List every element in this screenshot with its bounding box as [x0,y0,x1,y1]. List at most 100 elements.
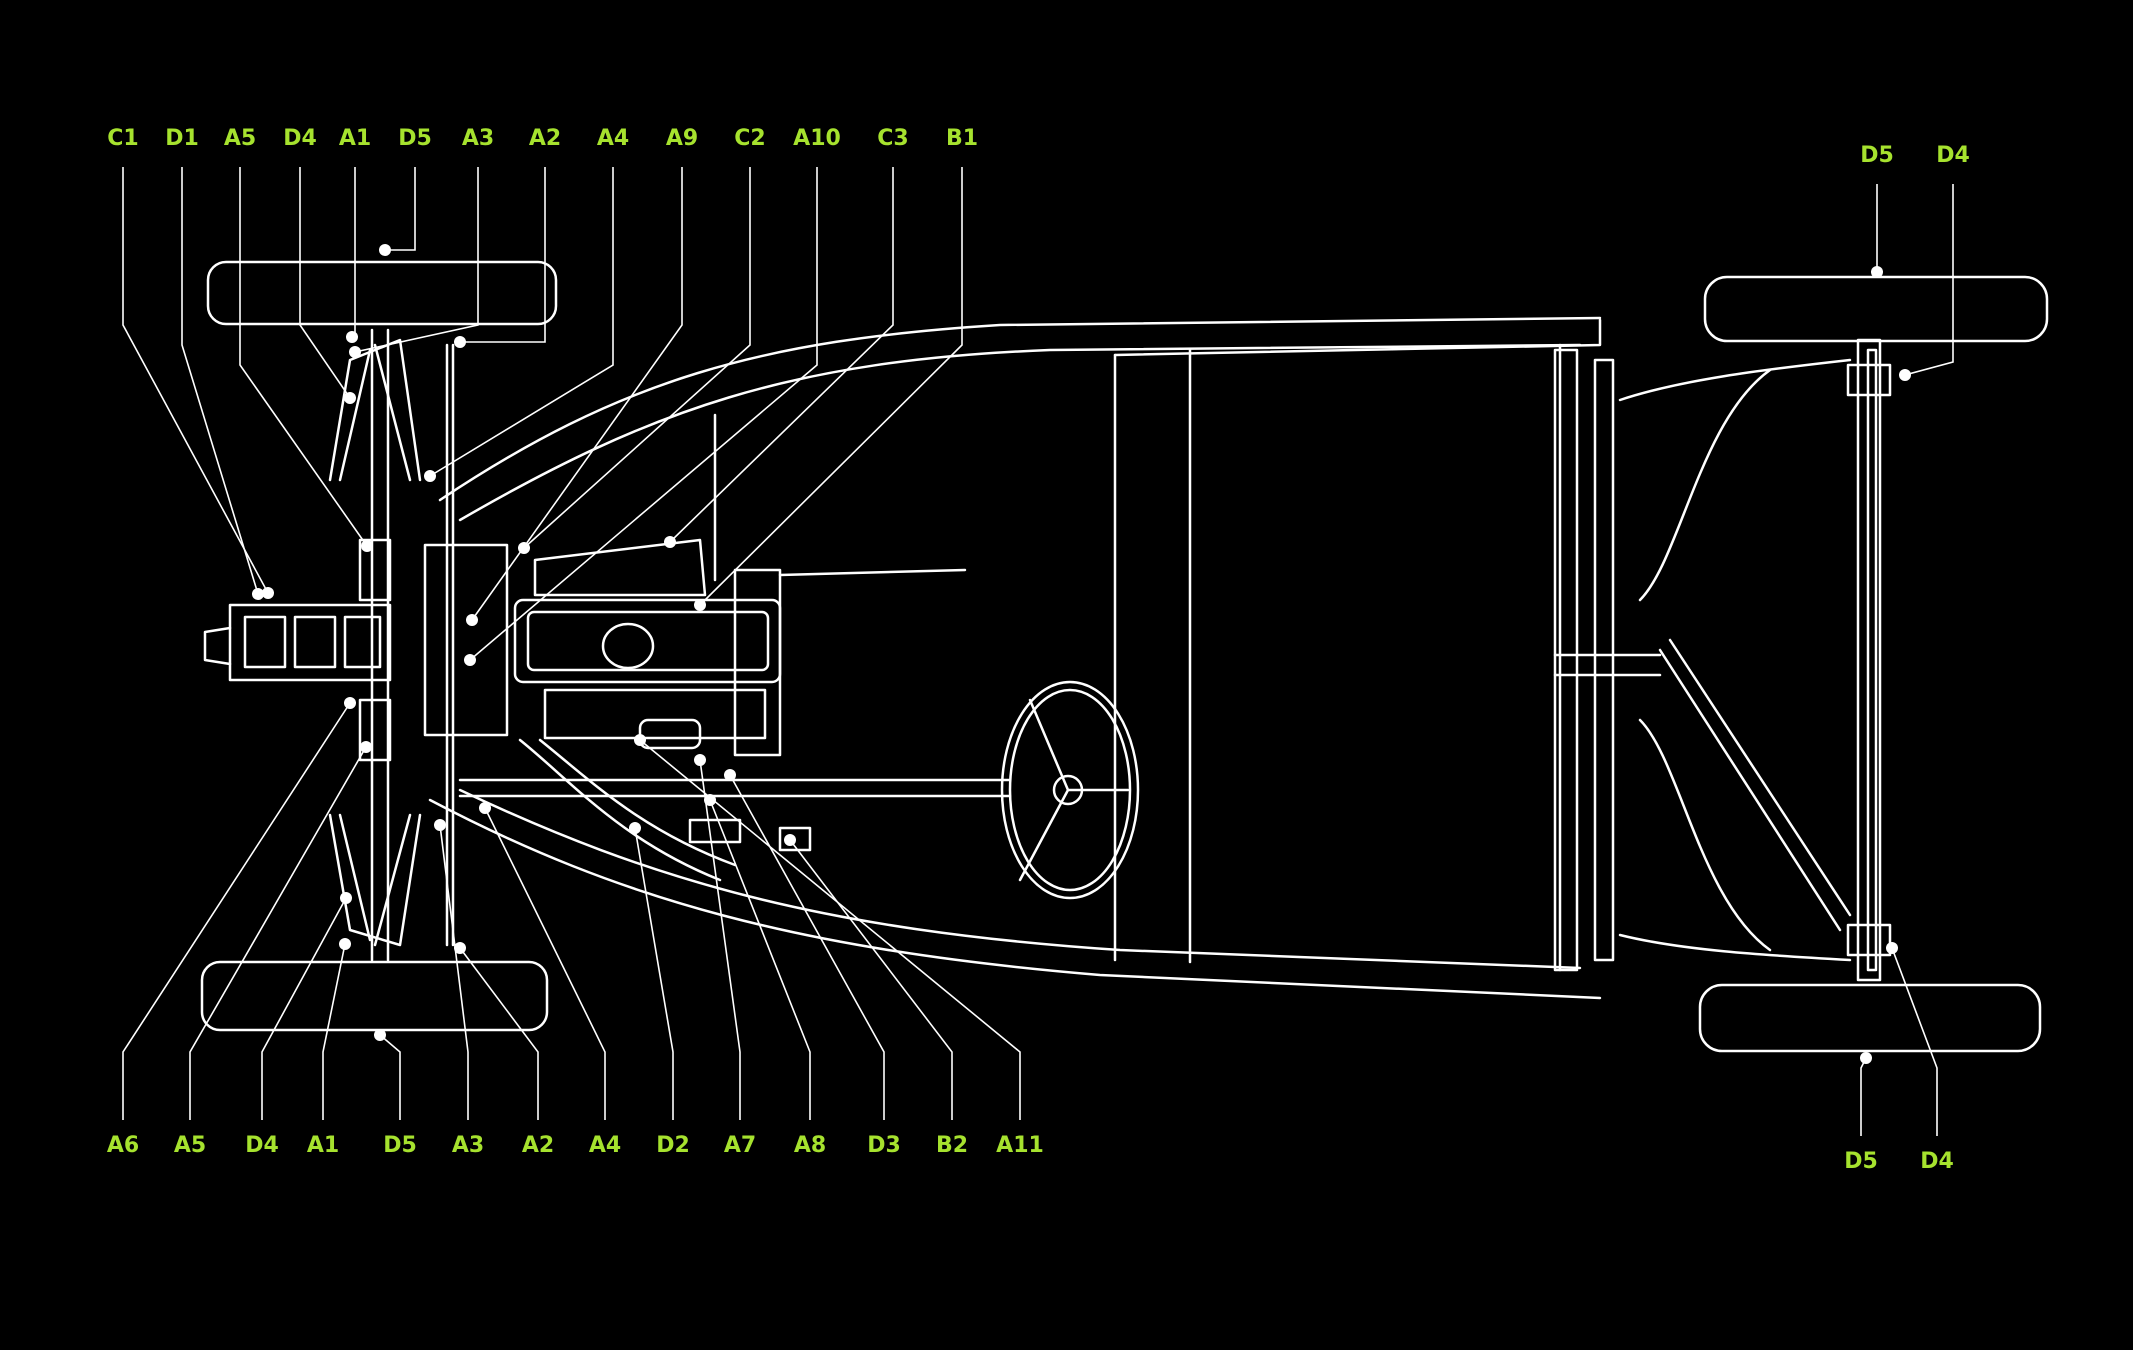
callout-dot-a8 [704,794,716,806]
cowl-outline [1113,318,1602,357]
callout-dot-b1 [694,599,706,611]
leader-line-a7 [699,759,741,1120]
callout-label-a7: A7 [724,1133,756,1158]
front-spring-upper-struts [338,343,412,482]
callout-dot-a7 [694,754,706,766]
callout-label-c3: C3 [877,126,908,151]
throttle-rod [778,568,967,577]
callout-label-a6: A6 [107,1133,139,1158]
callout-dot-d5 [1871,266,1883,278]
callout-label-d4: D4 [283,126,317,151]
rear-brake-line [1638,718,1772,952]
leader-line-a6 [122,702,351,1120]
steering-wheel [1000,680,1140,900]
callout-label-a2: A2 [522,1133,554,1158]
callout-label-a1: A1 [339,126,371,151]
front-spring-upper [328,338,422,482]
callout-dot-a6 [344,697,356,709]
front-spring-lower-struts [338,813,412,947]
callout-dot-c2 [518,542,530,554]
callout-label-d1: D1 [165,126,199,151]
front-hub [358,698,392,762]
rear-brake-line [1638,368,1772,602]
callout-dot-a4 [424,470,436,482]
exhaust-block [543,688,767,740]
callout-label-a3: A3 [462,126,494,151]
callout-dot-a3 [434,819,446,831]
frame-rail-upper-inner [458,343,1582,522]
callout-label-a10: A10 [793,126,841,151]
leader-line-a3 [354,167,479,353]
leader-line-d5 [379,1034,401,1120]
callout-dot-a9 [466,614,478,626]
rear-spring-upper [1618,358,1852,402]
callout-dot-a10 [464,654,476,666]
rear-axle-beam [1593,358,1615,962]
leader-line-a9 [471,167,683,621]
rear-axle-housing-end [1846,923,1892,957]
callout-dot-a5 [361,540,373,552]
steering-wheel-spokes [1018,698,1130,882]
front-hub [358,538,392,602]
leader-line-d4 [1904,184,1954,376]
leader-line-d3 [729,774,885,1120]
chassis-drawing [200,260,2049,1053]
callout-dot-d4 [1899,369,1911,381]
frame-rail-upper [438,316,1602,502]
callout-dot-a2 [454,336,466,348]
leader-line-a11 [639,739,1021,1120]
callout-dot-a1 [339,938,351,950]
callout-label-b1: B1 [946,126,978,151]
callout-label-d5: D5 [1860,143,1894,168]
engine-block-inner [526,610,770,672]
rear-axle-housing-end [1846,363,1892,397]
gearbox-detail [243,615,287,669]
frame-rail-lower [428,798,1602,1000]
front-upper-tire [206,260,558,326]
callout-dot-a1 [346,331,358,343]
callout-label-a5: A5 [224,126,256,151]
rear-crossmember [1553,348,1579,972]
leader-line-d4 [1891,947,1938,1136]
front-spring-lower [328,813,422,947]
callout-label-a9: A9 [666,126,698,151]
engine-cover-oval [601,622,655,670]
leader-line-c2 [523,167,751,549]
rear-axle-housing [1856,338,1882,982]
callout-label-d4: D4 [245,1133,279,1158]
exhaust-pipe [538,738,737,867]
leader-line-d4 [299,167,351,399]
callout-dot-d5 [374,1029,386,1041]
callout-dot-a11 [634,734,646,746]
callout-label-d2: D2 [656,1133,690,1158]
air-cleaner [533,538,707,597]
leader-line-d5 [385,167,416,251]
leader-line-d1 [181,167,259,595]
rear-spring-lower [1618,933,1852,962]
engine-frame [423,543,509,737]
callout-label-d4: D4 [1920,1149,1954,1174]
pedal-box [688,818,742,844]
leader-line-a4 [429,167,614,477]
callout-dot-c1 [262,587,274,599]
radiator-side [733,568,782,757]
callout-label-a8: A8 [794,1133,826,1158]
steering-wheel-inner [1008,688,1132,892]
callout-dot-a4 [479,802,491,814]
leader-line-a3 [439,824,469,1120]
callout-dot-d2 [629,822,641,834]
leader-line-a5 [239,167,368,547]
callout-dot-d5 [1860,1052,1872,1064]
callout-dot-d3 [724,769,736,781]
callout-dot-d1 [252,588,264,600]
frame-rail-lower-inner [458,788,1582,970]
callout-dot-a2 [454,942,466,954]
rear-axle-housing-inner [1866,348,1878,972]
callout-label-a1: A1 [307,1133,339,1158]
front-lower-tire [200,960,549,1032]
callout-label-d5: D5 [383,1133,417,1158]
callout-dot-b2 [784,834,796,846]
leader-line-d4 [261,897,347,1120]
callout-dot-c3 [664,536,676,548]
